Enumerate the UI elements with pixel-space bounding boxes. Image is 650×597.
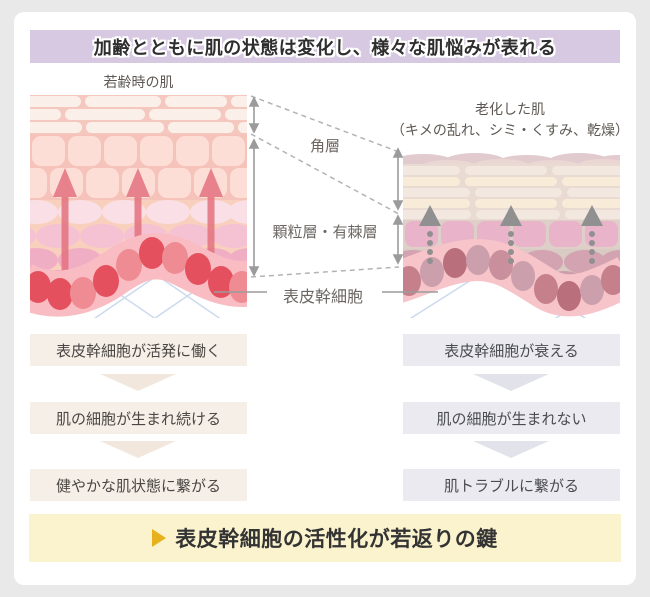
aged-skin-label: 老化した肌 （キメの乱れ、シミ・くすみ、乾燥）: [385, 99, 635, 141]
down-chevron-icon: [473, 374, 549, 391]
flow-step-young-1: 表皮幹細胞が活発に働く: [30, 334, 247, 366]
flow-step-young-2: 肌の細胞が生まれ続ける: [30, 402, 247, 434]
flow-step-aged-2: 肌の細胞が生まれない: [403, 402, 620, 434]
flow-step-aged-3: 肌トラブルに繋がる: [403, 469, 620, 501]
flow-step-aged-1: 表皮幹細胞が衰える: [403, 334, 620, 366]
aged-skin-diagram: [403, 153, 620, 318]
young-skin-label: 若齢時の肌: [103, 74, 174, 90]
young-skin-diagram: [30, 95, 247, 318]
aged-stem-cells: [403, 245, 620, 311]
aged-skin-label-line2: （キメの乱れ、シミ・くすみ、乾燥）: [390, 122, 630, 138]
down-chevron-icon: [100, 374, 176, 391]
conclusion-text: 表皮幹細胞の活性化が若返りの鍵: [175, 528, 498, 551]
aged-weak-turnover-arrows: [419, 205, 603, 264]
title-banner: 加齢とともに肌の状態は変化し、様々な肌悩みが表れる: [30, 30, 620, 63]
layer-label-stem-cell: 表皮幹細胞: [282, 289, 363, 306]
young-corneum-layer: [30, 95, 247, 134]
conclusion-banner: 表皮幹細胞の活性化が若返りの鍵: [29, 514, 621, 562]
layer-label-stratum-corneum: 角層: [309, 138, 340, 155]
down-chevron-icon: [100, 441, 176, 458]
young-stem-cells: [30, 237, 247, 310]
aged-skin-label-line1: 老化した肌: [475, 101, 545, 117]
play-marker-icon: [152, 529, 167, 547]
flow-step-young-3: 健やかな肌状態に繋がる: [30, 469, 247, 501]
down-chevron-icon: [473, 441, 549, 458]
layer-label-granular-spinous: 顆粒層・有棘層: [272, 224, 378, 241]
page-title: 加齢とともに肌の状態は変化し、様々な肌悩みが表れる: [93, 37, 557, 58]
